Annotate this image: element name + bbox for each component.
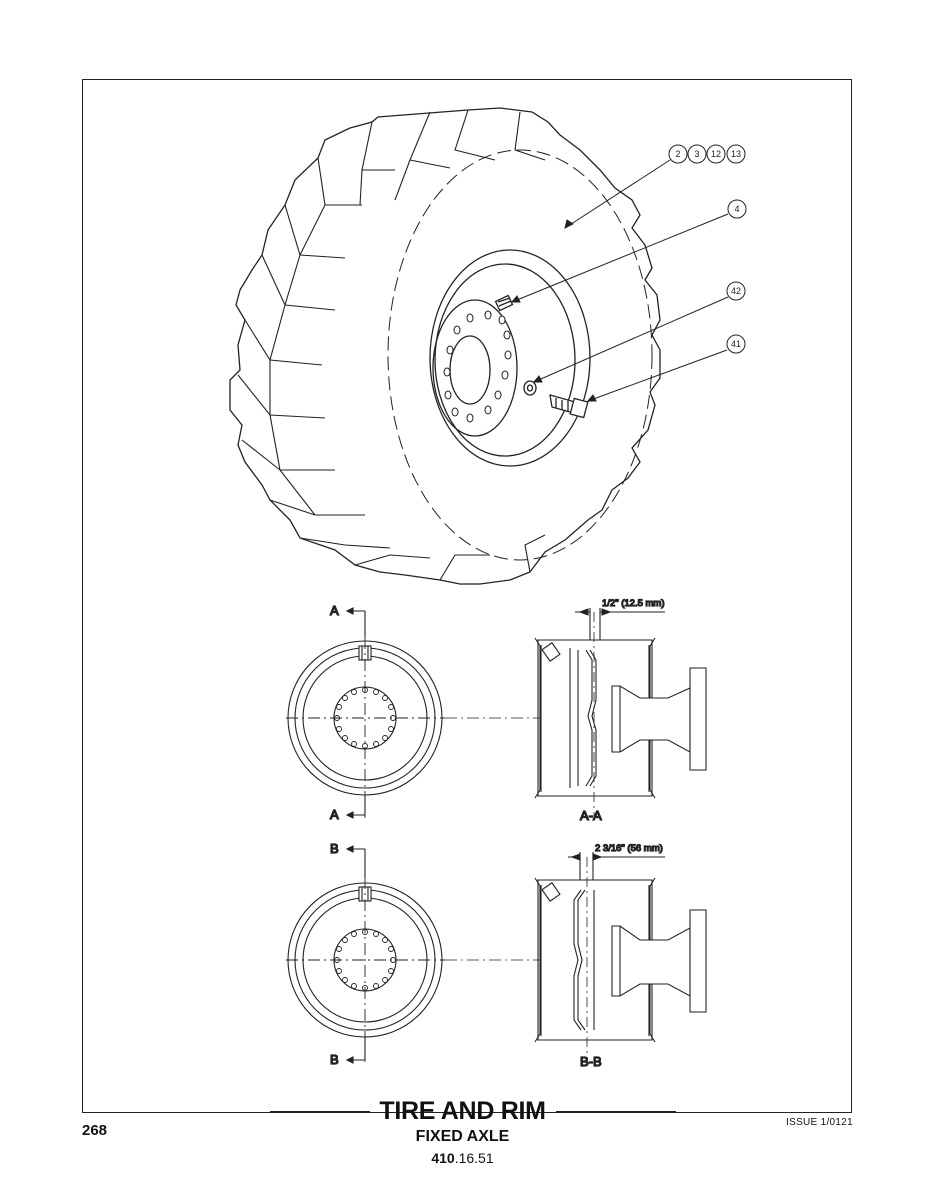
section-b-marker-bottom: B <box>330 1052 339 1067</box>
tire-tread-lugs <box>237 109 546 581</box>
section-a-marker-bottom: A <box>330 807 339 822</box>
tire-sidewall-contour <box>387 149 653 561</box>
rim-front-view-b <box>286 845 540 1064</box>
rim-section-b-b <box>534 852 707 1064</box>
drawing-frame <box>82 79 852 1113</box>
section-a-a-label: A-A <box>580 808 602 823</box>
callout-group-2-3-12-13: 2 3 12 13 <box>668 144 746 164</box>
section-b-b-label: B-B <box>580 1054 602 1069</box>
callout-2: 2 <box>675 149 680 159</box>
rim-inner <box>434 263 576 457</box>
document-number: 410.16.51 <box>0 1150 925 1166</box>
tire-tread-outline <box>229 107 661 585</box>
section-a-dimension: 1/2" (12.5 mm) <box>602 598 665 609</box>
callout-42: 42 <box>726 281 746 301</box>
callout-41: 41 <box>726 334 746 354</box>
rim-front-view-a <box>286 607 540 819</box>
page-title: TIRE AND RIM <box>379 1097 546 1125</box>
tire-isometric-view <box>229 107 729 585</box>
issue-label: ISSUE 1/0121 <box>786 1117 853 1128</box>
rim-section-a-a <box>534 608 707 820</box>
title-rule-right <box>556 1111 676 1112</box>
document-number-suffix: .16.51 <box>454 1150 494 1166</box>
callout-4: 4 <box>727 199 747 219</box>
page-subtitle: FIXED AXLE <box>415 1128 510 1145</box>
callout-13: 13 <box>731 149 741 159</box>
callout-12: 12 <box>711 149 721 159</box>
svg-text:42: 42 <box>731 286 741 296</box>
title-rule-left <box>270 1111 370 1112</box>
svg-text:4: 4 <box>734 204 739 214</box>
section-b-dimension: 2 3/16" (56 mm) <box>595 843 663 854</box>
wheel-bolt-icon <box>549 394 589 419</box>
rim-face <box>432 299 518 437</box>
callout-3: 3 <box>694 149 699 159</box>
rim-hub <box>449 335 491 405</box>
washer-icon <box>523 380 537 396</box>
callout-leaders <box>510 159 729 402</box>
document-number-prefix: 410 <box>431 1150 455 1166</box>
valve-stem-icon <box>494 294 514 312</box>
section-b-marker-top: B <box>330 841 339 856</box>
page-number: 268 <box>82 1122 108 1139</box>
svg-text:41: 41 <box>731 339 741 349</box>
rim-bolt-holes <box>443 310 512 423</box>
section-a-marker-top: A <box>330 603 339 618</box>
